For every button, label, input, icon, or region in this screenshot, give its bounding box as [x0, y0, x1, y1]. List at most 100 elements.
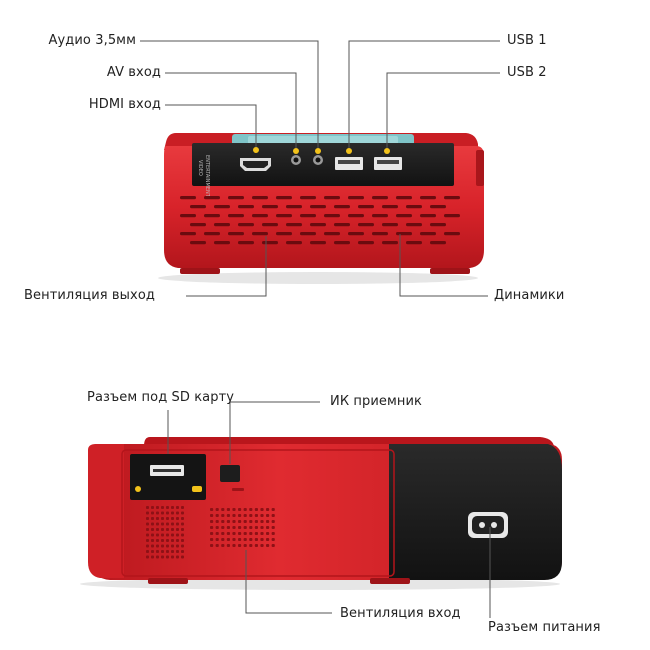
vent-hole [243, 520, 247, 523]
vent-hole [161, 517, 164, 520]
vent-slot [300, 214, 316, 218]
vent-slot [396, 196, 412, 200]
foot-right [430, 268, 470, 274]
vent-hole [146, 517, 149, 520]
vent-hole [176, 550, 179, 553]
vent-hole [161, 555, 164, 559]
vent-hole [166, 539, 169, 542]
vent-hole [176, 544, 179, 548]
hdmi-port-inner [243, 161, 268, 168]
lid-window-highlight [248, 136, 398, 144]
panel-text-1: VIDEO [197, 160, 203, 176]
vent-slot [406, 223, 422, 227]
vent-slot [420, 214, 436, 218]
vent-hole [238, 514, 242, 517]
vent-hole [146, 506, 149, 509]
power-pin-left [479, 522, 485, 528]
vent-slot [420, 196, 436, 200]
vent-slot [238, 205, 254, 209]
vent-slot [348, 214, 364, 218]
vent-hole [176, 539, 179, 542]
vent-hole [156, 550, 159, 553]
vent-slot [430, 223, 446, 227]
vent-hole [226, 526, 230, 529]
vent-hole [146, 511, 149, 515]
vent-hole [215, 520, 219, 523]
vent-hole [146, 533, 149, 537]
line-vent-out [186, 236, 267, 297]
vent-hole [161, 506, 164, 509]
ir-indicator [232, 488, 244, 491]
vent-hole [271, 532, 275, 535]
vent-slot [406, 205, 422, 209]
vent-hole [260, 526, 264, 529]
vent-hole [176, 555, 179, 559]
vent-slot [406, 241, 422, 245]
line-vent-in [245, 550, 332, 614]
vent-hole [215, 514, 219, 517]
marker-av [293, 148, 299, 154]
vent-hole [176, 522, 179, 526]
vent-hole [226, 520, 230, 523]
vent-hole [166, 555, 169, 559]
vent-hole [156, 533, 159, 537]
vent-hole [221, 544, 225, 547]
vent-hole [151, 539, 154, 542]
av-jack-hole [293, 157, 299, 163]
vent-hole [161, 544, 164, 548]
line-usb2 [386, 72, 500, 148]
vent-hole [166, 517, 169, 520]
vent-hole [232, 514, 236, 517]
vent-slot [358, 241, 374, 245]
vent-hole [146, 544, 149, 548]
vent-hole [151, 544, 154, 548]
vent-hole [181, 528, 184, 531]
vent-slot [262, 223, 278, 227]
vent-hole [226, 532, 230, 535]
vent-hole [181, 522, 184, 526]
vent-hole [166, 533, 169, 537]
vent-slot [204, 232, 220, 236]
label-usb2: USB 2 [507, 65, 547, 80]
vent-hole [260, 538, 264, 541]
vent-hole [226, 514, 230, 517]
vent-slot [324, 196, 340, 200]
vent-hole [266, 520, 270, 523]
vent-hole [151, 533, 154, 537]
vent-hole [171, 539, 174, 542]
sd-panel [130, 454, 206, 500]
vent-hole [260, 514, 264, 517]
vent-slot [204, 214, 220, 218]
vent-hole [254, 520, 258, 523]
vent-hole [249, 520, 253, 523]
vent-slot [310, 205, 326, 209]
vent-hole [166, 511, 169, 515]
vent-slot [238, 241, 254, 245]
label-ir: ИК приемник [330, 394, 422, 409]
vent-slot [420, 232, 436, 236]
vent-hole [271, 514, 275, 517]
vent-hole [166, 506, 169, 509]
vent-slot [300, 232, 316, 236]
top-markers [253, 147, 390, 154]
vent-hole [260, 532, 264, 535]
sd-slot-inner [153, 469, 181, 472]
vent-hole [232, 520, 236, 523]
vent-slot [444, 232, 460, 236]
vent-hole [254, 544, 258, 547]
marker-audio [315, 148, 321, 154]
vent-slot [238, 223, 254, 227]
vent-hole [166, 528, 169, 531]
vent-hole [146, 528, 149, 531]
marker-usb2 [384, 148, 390, 154]
vent-hole [226, 538, 230, 541]
vent-hole [266, 526, 270, 529]
vent-hole [210, 514, 214, 517]
label-vent-out: Вентиляция выход [24, 288, 155, 303]
vent-hole [232, 526, 236, 529]
vent-hole [271, 538, 275, 541]
vent-hole [266, 544, 270, 547]
vent-hole [243, 538, 247, 541]
vent-slot [214, 205, 230, 209]
vent-hole [249, 544, 253, 547]
